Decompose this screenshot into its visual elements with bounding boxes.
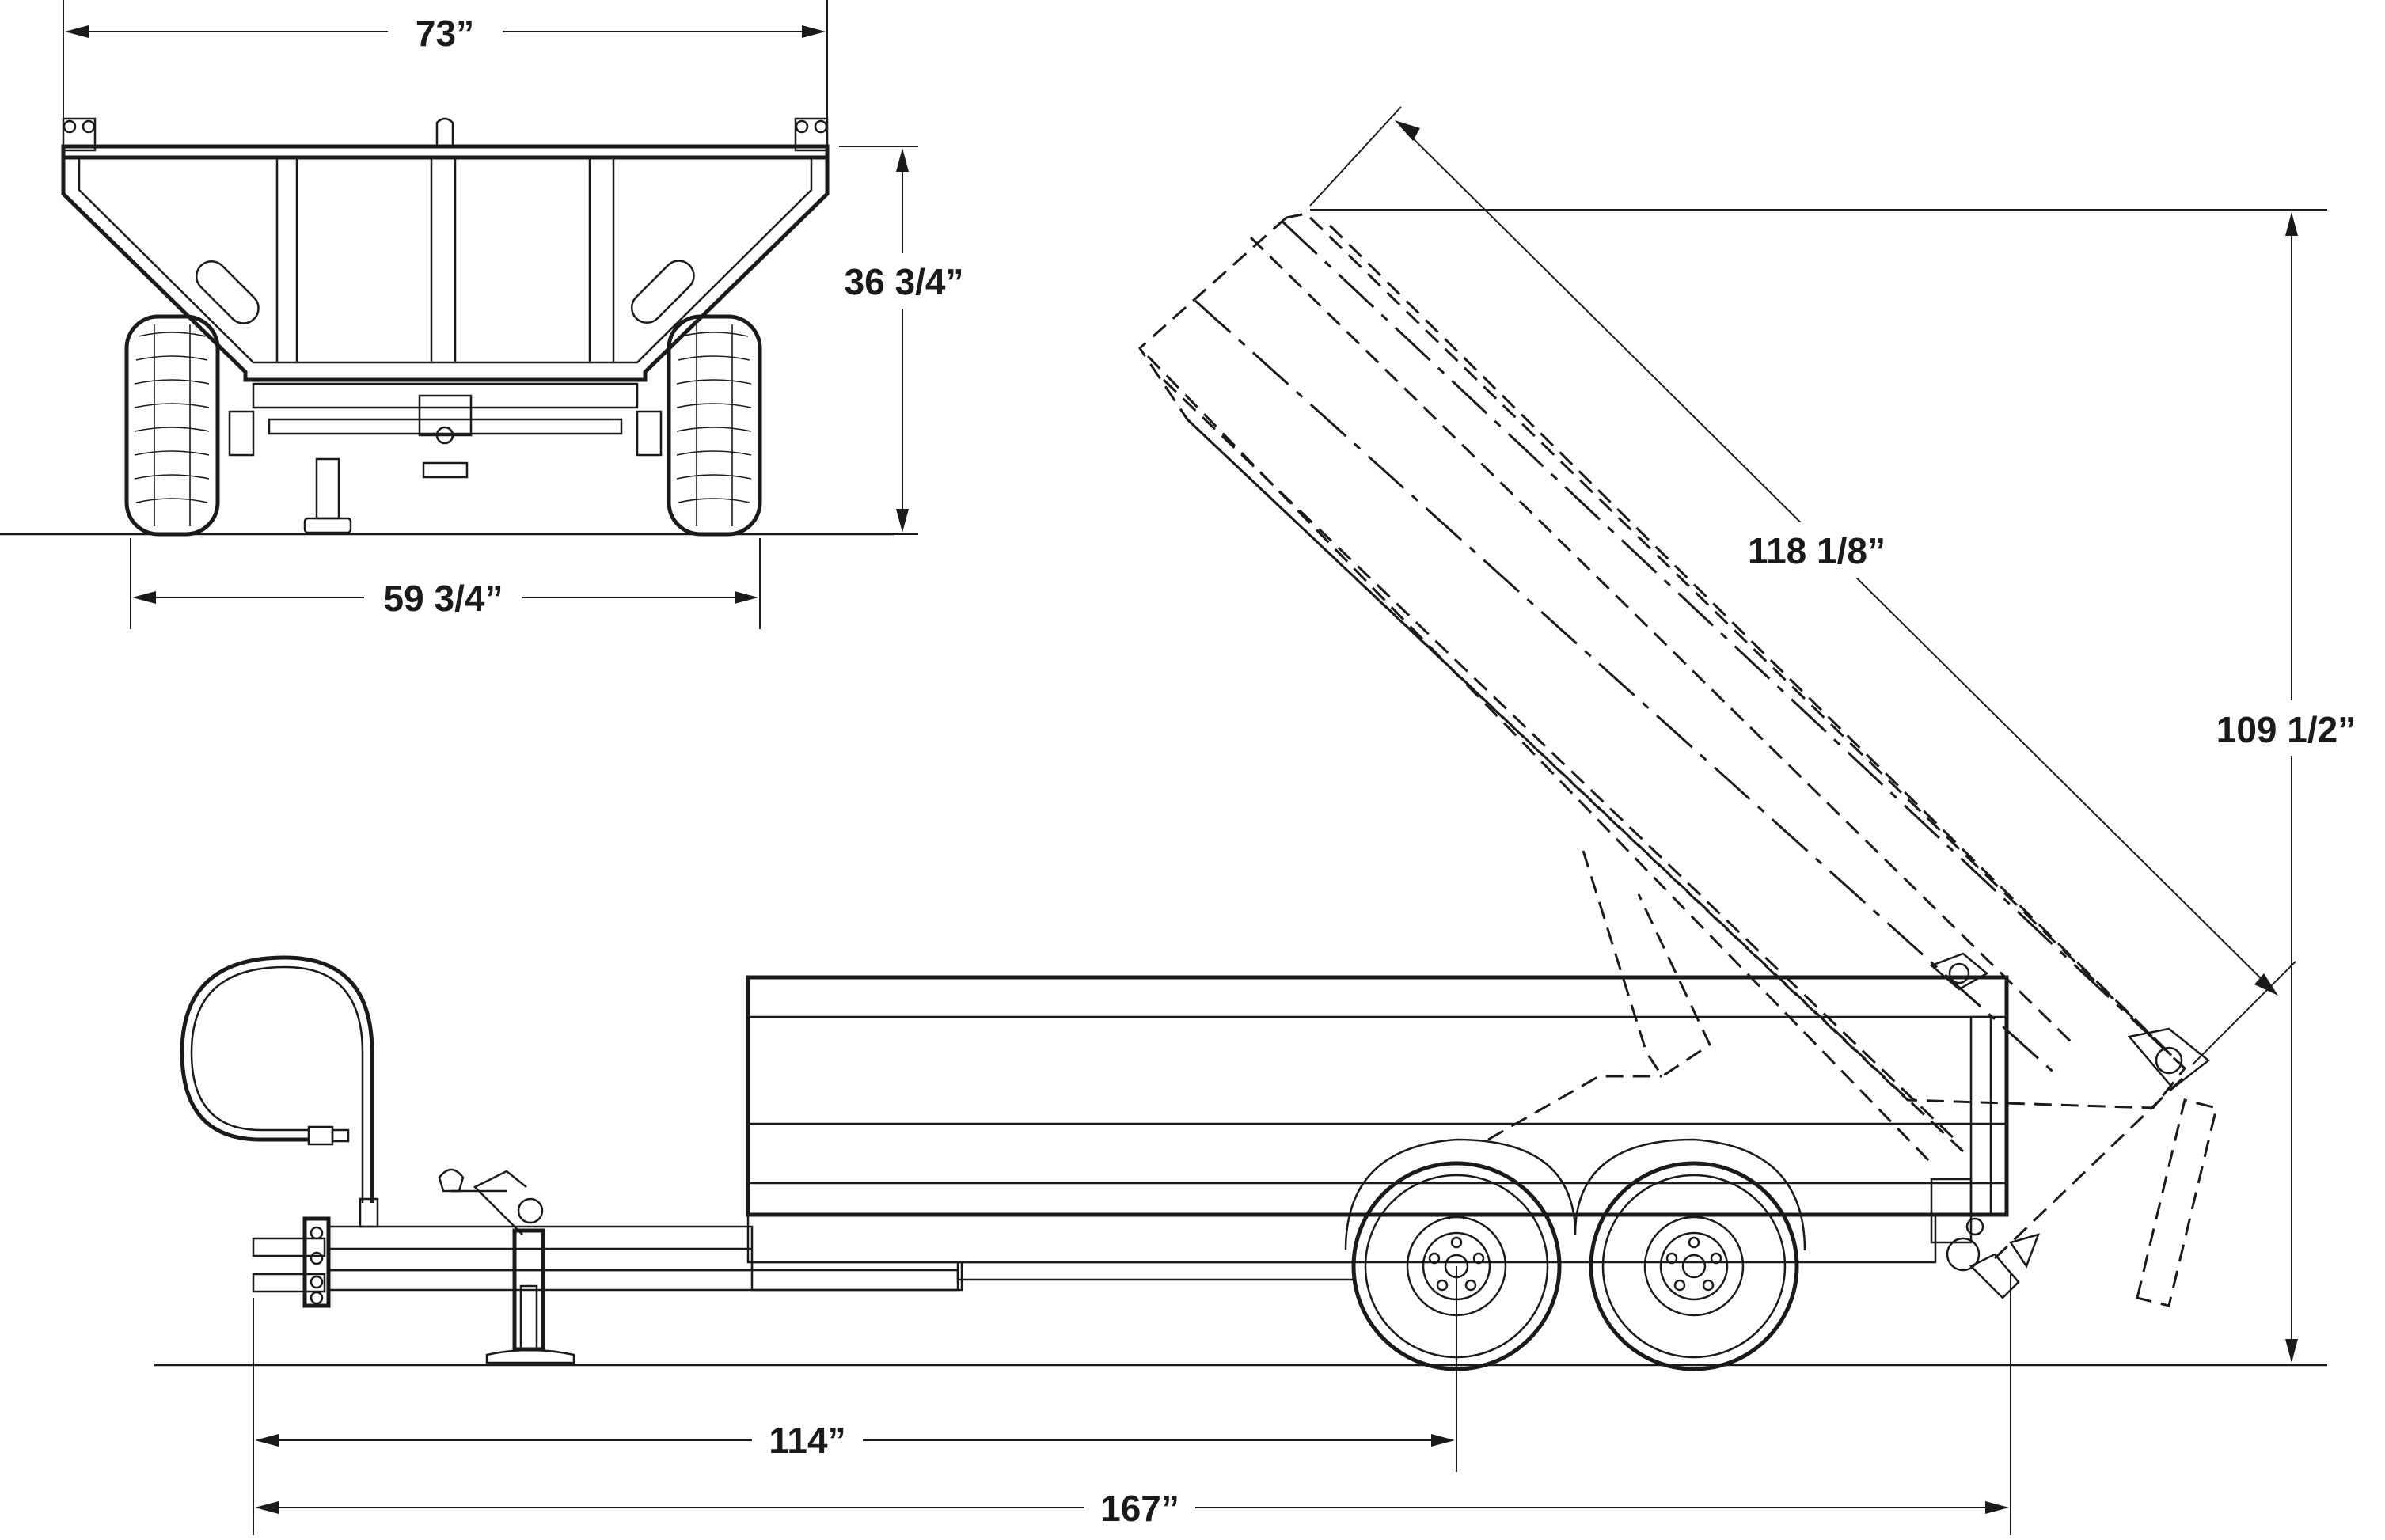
raised-height-label: 109 1/2” [2216,709,2356,750]
trailer-tongue [252,1216,1355,1308]
hydraulic-hose [180,955,379,1228]
raised-box-length-label: 118 1/8” [1748,530,1886,571]
rear-view-tire-left [124,314,220,537]
dump-box [746,975,2009,1264]
dimension-overall-width: 73” [63,0,828,119]
rear-view: 73” 36 3/4” 59 3/4” [0,0,982,629]
dimension-raised-height: 109 1/2” [1310,209,2385,1363]
dimension-overall-length: 167” [255,1274,2011,1535]
dimension-track-width: 59 3/4” [130,538,761,629]
rear-hinge [1929,952,2041,1299]
overall-length-label: 167” [1100,1488,1179,1529]
wheel-rear [1589,1161,1799,1371]
overall-width-label: 73” [416,13,474,54]
rear-view-hopper [61,117,830,382]
dimension-box-height: 36 3/4” [827,146,982,535]
hitch-to-axle-label: 114” [769,1420,845,1461]
dimension-raised-box-length: 118 1/8” [1309,106,2296,1065]
box-height-label: 36 3/4” [845,261,964,302]
track-width-label: 59 3/4” [384,578,503,619]
side-view: 118 1/8” 109 1/2” 114” [154,106,2385,1535]
rear-view-axle [228,382,663,534]
tongue-jack [438,1168,575,1364]
fender [1344,1138,1806,1251]
rear-view-tire-right [667,314,762,537]
raised-box-phantom [1138,212,2218,1307]
dimension-hitch-to-axle: 114” [253,1266,1457,1535]
